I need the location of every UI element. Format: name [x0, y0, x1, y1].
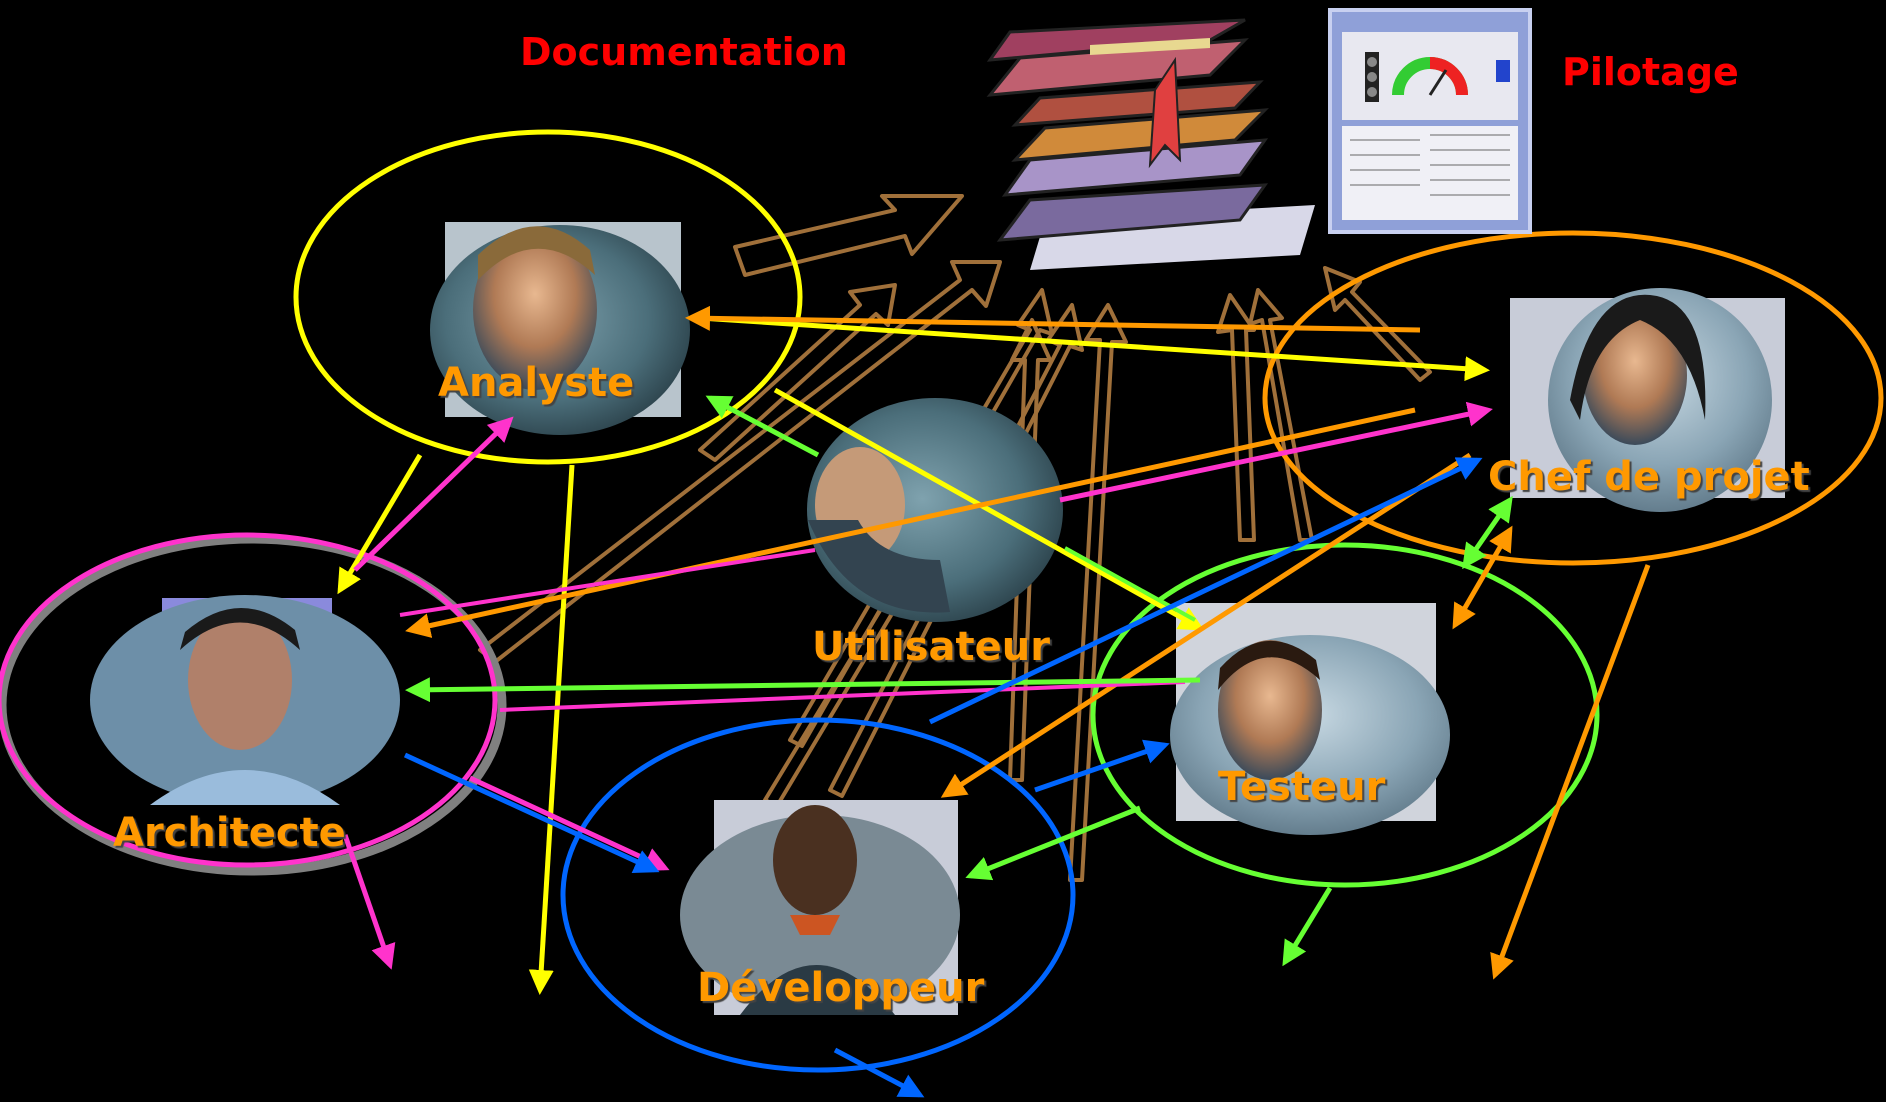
analyste-portrait [430, 222, 690, 435]
doc-arrow-testeur-2 [1248, 288, 1314, 542]
utilisateur-to-architecte-pink [399, 548, 816, 617]
chef-testeur-arrow [1452, 525, 1513, 630]
analyste-down-arrow [528, 464, 575, 995]
utilisateur-to-analyste-arrow [705, 395, 820, 458]
doc-arrow-utilisateur-2 [1068, 303, 1128, 882]
dashboard-icon [1328, 8, 1532, 234]
testeur-label: Testeur [1218, 764, 1386, 810]
documentation-heading: Documentation [520, 30, 848, 74]
analyste-to-testeur-arrow [773, 387, 1205, 631]
books-stack-icon [986, 18, 1315, 270]
relation-arrows [337, 305, 1651, 1098]
analyste-ellipse [293, 129, 803, 465]
doc-arrow-from-analyste [733, 194, 964, 277]
developpeur-label: Développeur [697, 965, 985, 1011]
chef-de-projet-ellipse [1262, 230, 1884, 566]
analyste-label: Analyste [438, 360, 635, 406]
testeur-to-architecte-pink [499, 680, 1186, 712]
developpeur-to-testeur-arrow [1034, 739, 1170, 793]
testeur-chef-arrow [1462, 495, 1513, 570]
architecte-ellipse [0, 532, 498, 868]
developpeur-ellipse [560, 717, 1076, 1073]
developpeur-down-arrow [833, 1047, 925, 1098]
analyste-to-architecte-arrow [337, 453, 423, 595]
pilotage-heading: Pilotage [1562, 50, 1739, 94]
chef-de-projet-portrait [1510, 288, 1785, 512]
developpeur-portrait [680, 800, 960, 1015]
architecte-to-developpeur-blue [403, 752, 660, 873]
architecte-portrait [90, 595, 400, 805]
testeur-to-architecte-arrow [405, 677, 1201, 703]
testeur-ellipse [1090, 542, 1600, 888]
testeur-to-developpeur-arrow [965, 805, 1141, 881]
utilisateur-to-chef-arrow [1059, 401, 1493, 503]
analyste-to-chef-arrow [699, 315, 1490, 382]
architecte-ellipse-shadow [0, 534, 507, 876]
architecte-down-arrow [342, 834, 396, 970]
testeur-portrait [1170, 603, 1450, 835]
chef-de-projet-label: Chef de projet [1488, 454, 1810, 500]
developpeur-to-chef-arrow [928, 457, 1483, 725]
chef-to-developpeur-arrow [940, 452, 1472, 798]
chef-down-arrow [1490, 564, 1651, 980]
architecte-to-analyste-arrow [353, 416, 514, 572]
doc-arrow-testeur-1 [1216, 293, 1256, 542]
architecte-label: Architecte [113, 810, 346, 856]
role-ellipses [0, 129, 1884, 1073]
doc-arrow-from-utilisateur-left [698, 283, 897, 462]
chef-to-architecte-arrow [405, 407, 1416, 638]
testeur-down-arrow [1282, 886, 1333, 967]
doc-arrow-from-architecte [478, 260, 1002, 664]
chef-to-analyste-arrow [685, 305, 1421, 333]
doc-arrow-chef [1323, 266, 1432, 382]
utilisateur-label: Utilisateur [812, 624, 1050, 670]
